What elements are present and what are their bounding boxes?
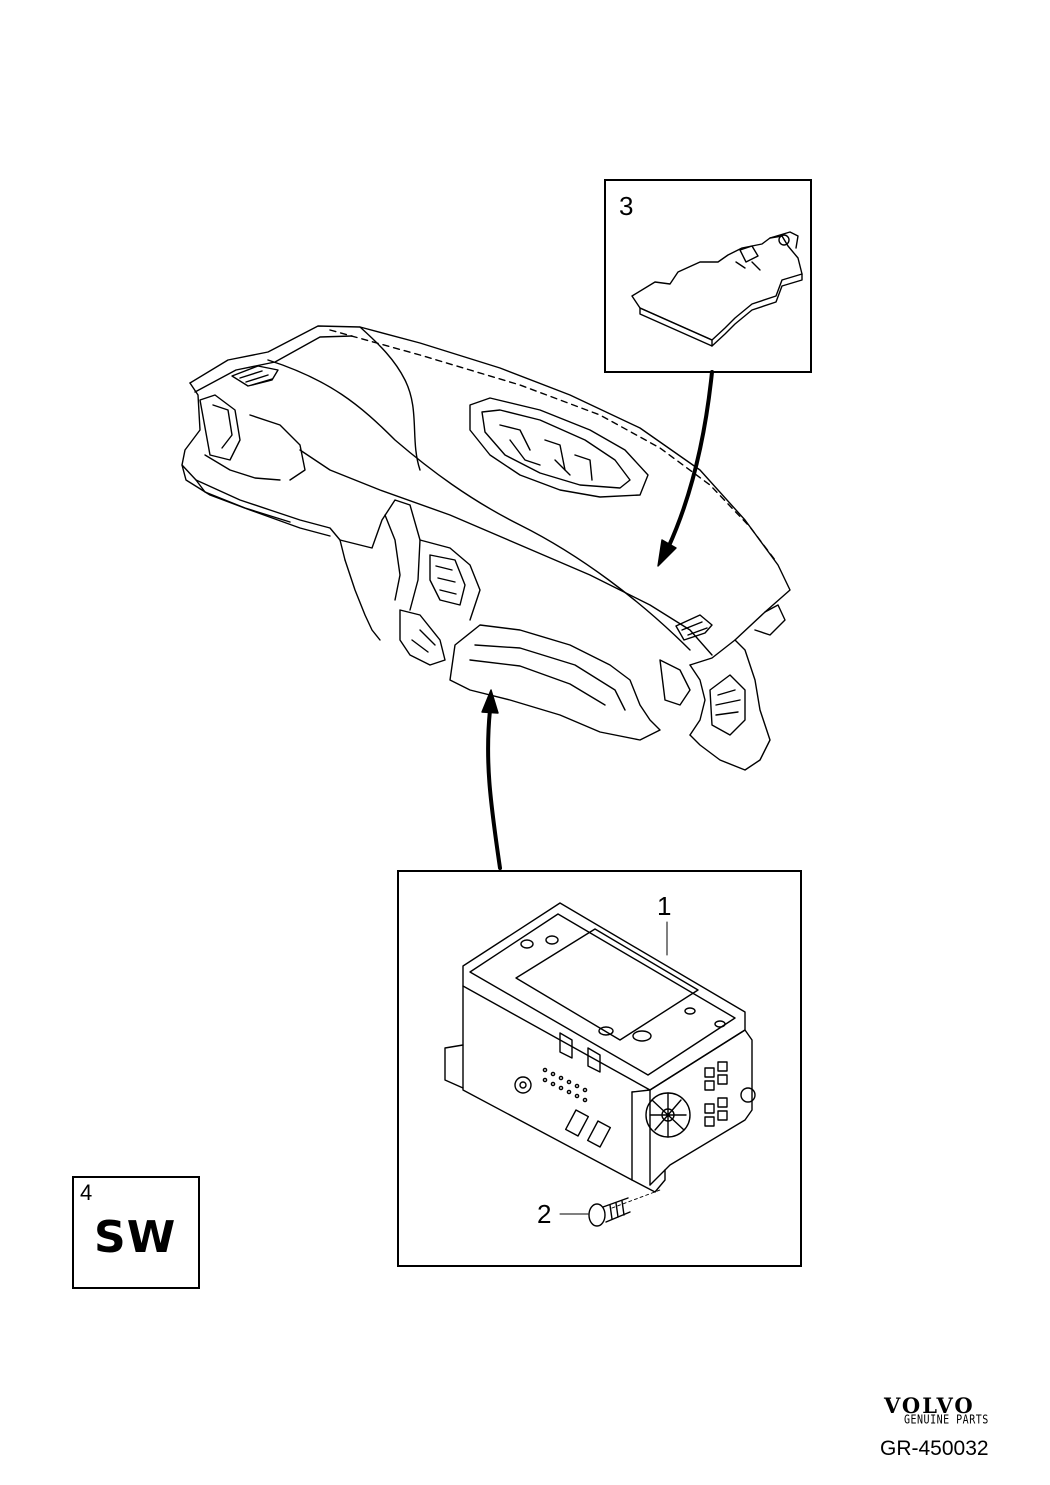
arrow-part3-to-dashboard <box>657 370 714 567</box>
brand-logo: VOLVO <box>884 1393 975 1418</box>
part-1-illustration <box>444 902 756 1193</box>
part-3-box <box>604 179 812 373</box>
part-3-illustration <box>631 231 803 347</box>
part-2-illustration <box>559 1189 661 1227</box>
callout-2[interactable]: 2 <box>537 1199 552 1229</box>
reference-code: GR-450032 <box>880 1437 989 1460</box>
part-1-box <box>397 870 802 1267</box>
arrow-part1-to-dashboard <box>481 689 502 870</box>
brand-subtitle: GENUINE PARTS <box>904 1413 989 1428</box>
dashboard-assembly <box>181 325 791 771</box>
software-label: SW <box>94 1212 177 1263</box>
callout-3[interactable]: 3 <box>619 191 634 221</box>
callout-1[interactable]: 1 <box>657 891 672 921</box>
connector-pins <box>542 1067 588 1103</box>
callout-4[interactable]: 4 <box>80 1180 93 1205</box>
software-box <box>72 1176 200 1289</box>
